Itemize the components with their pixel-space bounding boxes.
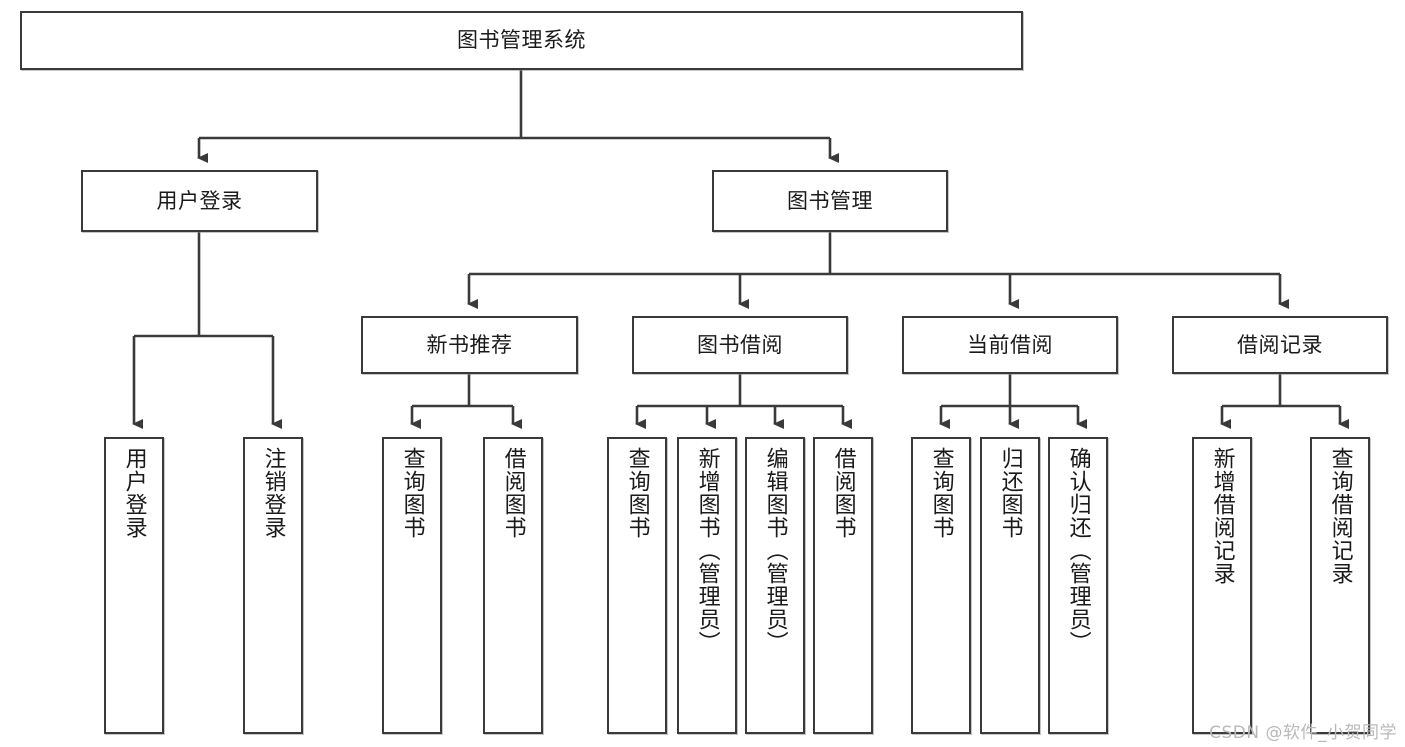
leaf-borrow-record-add[interactable]: 新增借阅记录 bbox=[1192, 437, 1252, 734]
node-label: 用户登录 bbox=[121, 447, 147, 539]
node-label: 新增图书（管理员） bbox=[694, 447, 720, 654]
node-label: 图书借阅 bbox=[697, 332, 783, 357]
node-book-management[interactable]: 图书管理 bbox=[712, 170, 948, 232]
node-label: 查询图书 bbox=[399, 447, 425, 539]
leaf-borrow-record-query[interactable]: 查询借阅记录 bbox=[1310, 437, 1370, 734]
node-label: 借阅记录 bbox=[1237, 332, 1323, 357]
node-label: 注销登录 bbox=[260, 447, 286, 539]
node-book-borrow[interactable]: 图书借阅 bbox=[632, 316, 848, 374]
leaf-user-login-signin[interactable]: 用户登录 bbox=[104, 437, 164, 734]
node-new-book-recommend[interactable]: 新书推荐 bbox=[361, 316, 578, 374]
node-label: 查询借阅记录 bbox=[1327, 447, 1353, 585]
node-label: 当前借阅 bbox=[967, 332, 1053, 357]
leaf-current-borrow-query[interactable]: 查询图书 bbox=[911, 437, 971, 734]
leaf-book-borrow-edit[interactable]: 编辑图书（管理员） bbox=[745, 437, 805, 734]
node-borrow-record[interactable]: 借阅记录 bbox=[1172, 316, 1388, 374]
node-label: 借阅图书 bbox=[830, 447, 856, 539]
node-label: 归还图书 bbox=[997, 447, 1023, 539]
csdn-watermark: CSDN @软件_小贺同学 bbox=[1209, 723, 1397, 743]
node-root-library-system[interactable]: 图书管理系统 bbox=[20, 11, 1023, 70]
node-label: 新增借阅记录 bbox=[1209, 447, 1235, 585]
node-label: 图书管理系统 bbox=[457, 28, 586, 53]
node-label: 借阅图书 bbox=[500, 447, 526, 539]
leaf-book-borrow-add[interactable]: 新增图书（管理员） bbox=[677, 437, 737, 734]
leaf-new-book-query[interactable]: 查询图书 bbox=[382, 437, 442, 734]
leaf-new-book-borrow[interactable]: 借阅图书 bbox=[483, 437, 543, 734]
leaf-current-borrow-return[interactable]: 归还图书 bbox=[980, 437, 1040, 734]
node-label: 查询图书 bbox=[928, 447, 954, 539]
node-label: 确认归还（管理员） bbox=[1065, 447, 1091, 654]
node-label: 图书管理 bbox=[787, 188, 873, 213]
leaf-book-borrow-lend[interactable]: 借阅图书 bbox=[813, 437, 873, 734]
leaf-book-borrow-query[interactable]: 查询图书 bbox=[607, 437, 667, 734]
node-current-borrow[interactable]: 当前借阅 bbox=[902, 316, 1118, 374]
node-label: 查询图书 bbox=[624, 447, 650, 539]
node-label: 用户登录 bbox=[156, 188, 243, 213]
node-user-login[interactable]: 用户登录 bbox=[81, 170, 318, 232]
leaf-current-borrow-confirm-return[interactable]: 确认归还（管理员） bbox=[1048, 437, 1108, 734]
node-label: 编辑图书（管理员） bbox=[762, 447, 788, 654]
leaf-user-login-signout[interactable]: 注销登录 bbox=[243, 437, 303, 734]
node-label: 新书推荐 bbox=[426, 332, 513, 357]
